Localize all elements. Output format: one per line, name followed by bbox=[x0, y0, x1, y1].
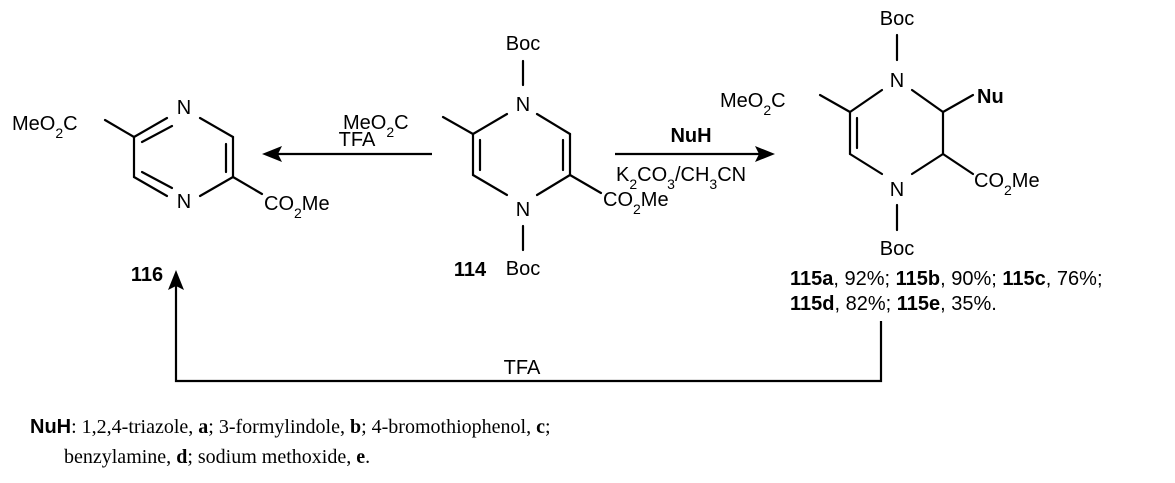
arrow-return-116: TFA bbox=[168, 270, 883, 383]
substituent-left: MeO2C bbox=[720, 90, 786, 118]
substituent-right: CO2Me bbox=[603, 189, 669, 217]
substituent-left: MeO2C bbox=[12, 113, 78, 141]
legend-lead: NuH bbox=[30, 416, 72, 438]
atom-n-bottom: N bbox=[516, 199, 530, 221]
bond bbox=[132, 175, 169, 198]
boc-top: Boc bbox=[506, 33, 540, 55]
bond bbox=[848, 152, 884, 176]
arrow-to-115: NuH K2CO3/CH3CN bbox=[615, 125, 775, 192]
legend-line-1: NuH: 1,2,4-triazole, a; 3-formylindole, … bbox=[30, 416, 551, 438]
atom-n-bottom: N bbox=[177, 191, 191, 213]
bond bbox=[471, 112, 509, 136]
legend-items-1: 1,2,4-triazole, a; 3-formylindole, b; 4-… bbox=[81, 416, 551, 438]
legend-items-2: benzylamine, d; sodium methoxide, e. bbox=[64, 446, 371, 468]
legend-code: b bbox=[349, 416, 362, 438]
yields-line-1: 115a, 92%; 115b, 90%; 115c, 76%; bbox=[790, 268, 1103, 290]
bond bbox=[910, 88, 945, 114]
bond bbox=[941, 152, 975, 176]
bond bbox=[535, 112, 572, 136]
bond bbox=[132, 116, 169, 139]
arrowhead bbox=[168, 270, 184, 290]
legend-code: e bbox=[356, 446, 366, 468]
boc-bottom: Boc bbox=[880, 238, 914, 260]
compound-114: Boc N N Boc MeO2C CO2Me 114 bbox=[343, 33, 669, 281]
arrow-to-116: TFA bbox=[262, 129, 432, 162]
legend-code: d bbox=[176, 446, 188, 468]
bond bbox=[441, 115, 475, 136]
arrowhead bbox=[262, 146, 282, 162]
boc-bottom: Boc bbox=[506, 258, 540, 280]
bond bbox=[198, 175, 235, 198]
arrowhead bbox=[755, 146, 775, 162]
bond bbox=[818, 93, 852, 114]
bond bbox=[471, 173, 509, 197]
atom-n-top: N bbox=[177, 97, 191, 119]
reagent-tfa: TFA bbox=[339, 129, 376, 151]
compound-115: Boc N N Boc MeO2C Nu CO2Me 115a, 92%; 11… bbox=[720, 8, 1103, 315]
bond bbox=[535, 173, 572, 197]
atom-n-top: N bbox=[516, 94, 530, 116]
compound-label-114: 114 bbox=[454, 259, 487, 281]
bond bbox=[231, 175, 264, 196]
compound-116: N N MeO2C CO2Me 116 bbox=[12, 97, 330, 286]
reagent-nuh: NuH bbox=[670, 125, 711, 147]
substituent-left: MeO2C bbox=[343, 112, 409, 140]
bond bbox=[103, 118, 136, 139]
boc-top: Boc bbox=[880, 8, 914, 30]
substituent-right: CO2Me bbox=[264, 193, 330, 221]
arrow-shaft bbox=[174, 286, 883, 383]
bond bbox=[941, 93, 975, 114]
bond bbox=[848, 88, 884, 114]
substituent-right: CO2Me bbox=[974, 170, 1040, 198]
bond-inner bbox=[140, 124, 174, 144]
yields-line-2: 115d, 82%; 115e, 35%. bbox=[790, 293, 997, 315]
legend-line-2: benzylamine, d; sodium methoxide, e. bbox=[30, 442, 551, 472]
bond bbox=[198, 116, 235, 139]
substituent-nu: Nu bbox=[977, 86, 1004, 108]
atom-n-top: N bbox=[890, 70, 904, 92]
conditions-k2co3-ch3cn: K2CO3/CH3CN bbox=[616, 164, 746, 192]
bond-inner bbox=[140, 170, 174, 190]
bond bbox=[910, 152, 945, 176]
bond bbox=[568, 173, 603, 195]
compound-label-116: 116 bbox=[131, 264, 163, 286]
legend-code: a bbox=[198, 416, 209, 438]
atom-n-bottom: N bbox=[890, 179, 904, 201]
nucleophile-legend: NuH: 1,2,4-triazole, a; 3-formylindole, … bbox=[30, 412, 551, 472]
reagent-tfa-return: TFA bbox=[504, 357, 541, 379]
legend-code: c bbox=[536, 416, 545, 438]
